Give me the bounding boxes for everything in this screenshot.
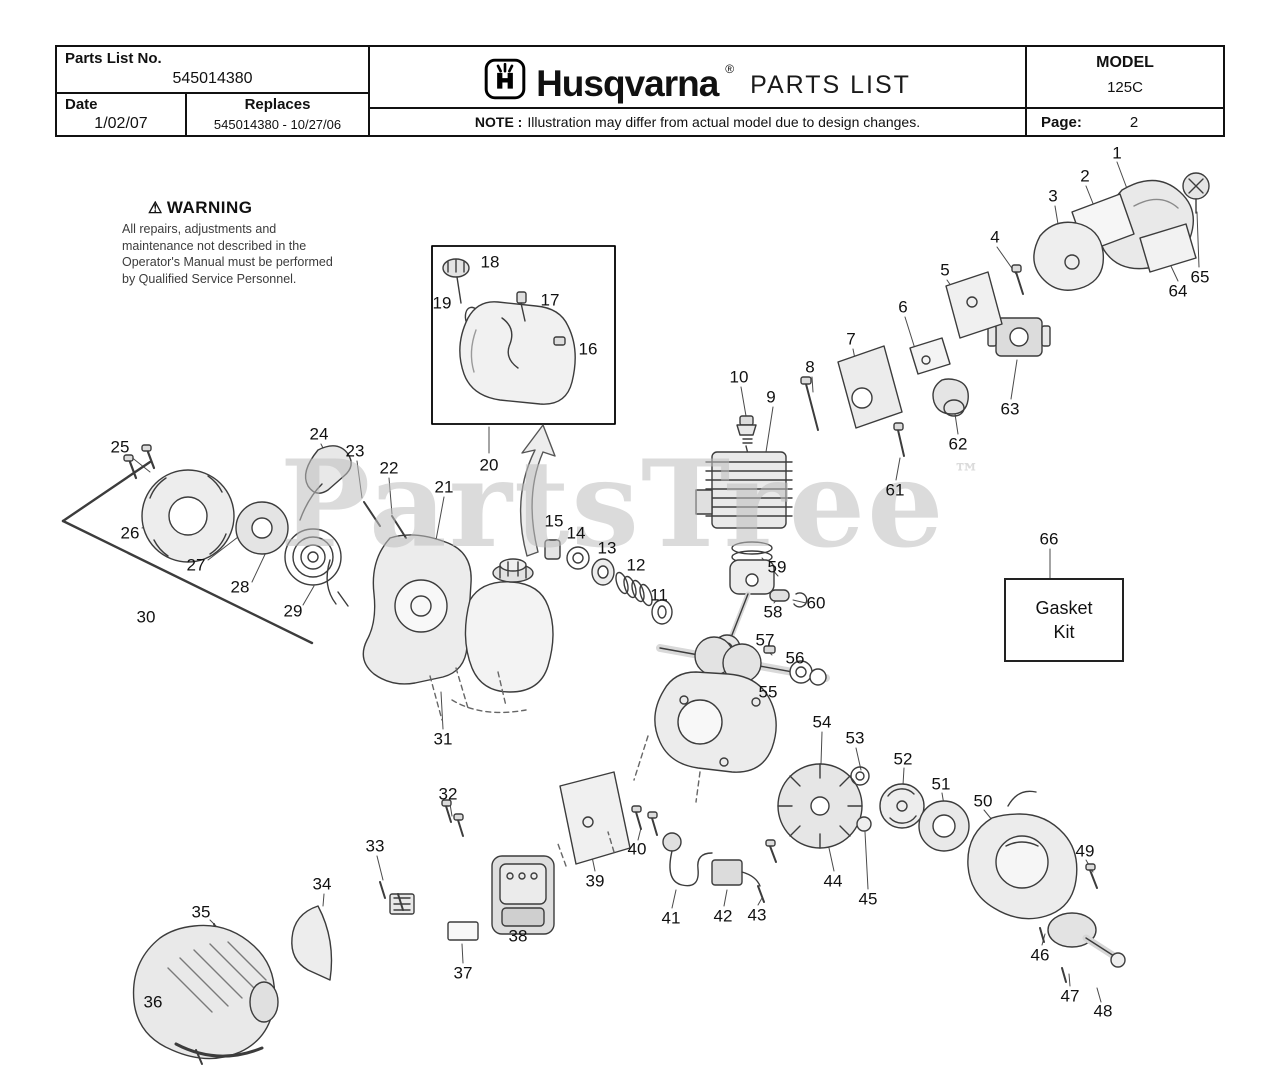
date-value: 1/02/07 <box>94 115 148 132</box>
ignition-drawing <box>662 832 777 903</box>
header-left-block: Parts List No. 545014380 Date 1/02/07 Re… <box>57 47 370 135</box>
assembly-guide-lines <box>61 460 314 645</box>
gasket-kit-box: Gasket Kit <box>1004 578 1124 662</box>
engine-cover-drawing <box>132 881 415 1065</box>
date-label: Date <box>65 96 98 113</box>
warning-title: WARNING <box>166 198 253 217</box>
note-label: NOTE : <box>474 114 523 130</box>
page-number: 2 <box>1129 113 1139 131</box>
flywheel-clutch-drawing <box>777 763 970 852</box>
crank-seals-bearings-drawing <box>544 539 673 625</box>
brand-row: Husqvarna ® PARTS LIST <box>370 47 1025 109</box>
date-cell: Date 1/02/07 <box>57 94 187 135</box>
page-cell: Page: 2 <box>1027 109 1223 135</box>
note-row: NOTE : Illustration may differ from actu… <box>370 109 1025 135</box>
header-right-block: MODEL 125C Page: 2 <box>1027 47 1223 135</box>
crankcase-tank-drawing <box>362 501 554 721</box>
warning-icon: ⚠ <box>148 200 163 217</box>
parts-list-no-label: Parts List No. <box>65 50 162 67</box>
model-value: 125C <box>1107 79 1143 96</box>
page-label: Page: <box>1041 113 1082 131</box>
warning-title-row: ⚠WARNING <box>148 198 334 218</box>
header-table: Parts List No. 545014380 Date 1/02/07 Re… <box>55 45 1225 137</box>
date-replaces-row: Date 1/02/07 Replaces 545014380 - 10/27/… <box>57 94 368 135</box>
crankcase-half-drawing <box>633 671 777 803</box>
model-cell: MODEL 125C <box>1027 47 1223 109</box>
registered-mark: ® <box>725 62 735 76</box>
starter-assembly-drawing <box>123 444 352 607</box>
replaces-cell: Replaces 545014380 - 10/27/06 <box>187 94 368 135</box>
warning-block: ⚠WARNING All repairs, adjustments and ma… <box>122 198 334 287</box>
parts-list-no-cell: Parts List No. 545014380 <box>57 47 368 94</box>
husqvarna-logo-icon <box>484 58 526 100</box>
warning-text: All repairs, adjustments and maintenance… <box>122 222 333 286</box>
parts-list-title: PARTS LIST <box>750 71 911 99</box>
crankshaft-drawing <box>656 636 830 686</box>
brand-name: Husqvarna <box>536 62 719 104</box>
replaces-value: 545014380 - 10/27/06 <box>213 117 342 132</box>
detail-arrow <box>519 424 556 557</box>
model-label: MODEL <box>1096 54 1154 71</box>
fuel-tank-inset-drawing <box>431 245 616 425</box>
cylinder-piston-drawing <box>695 415 808 662</box>
air-filter-carb-drawing <box>800 172 1210 457</box>
header-center-block: Husqvarna ® PARTS LIST NOTE : Illustrati… <box>370 47 1027 135</box>
note-text: Illustration may differ from actual mode… <box>527 114 921 130</box>
replaces-label: Replaces <box>244 96 311 113</box>
parts-list-no-value: 545014380 <box>172 70 253 87</box>
muffler-drawing <box>441 771 658 941</box>
clutch-housing-drawing <box>967 790 1126 983</box>
